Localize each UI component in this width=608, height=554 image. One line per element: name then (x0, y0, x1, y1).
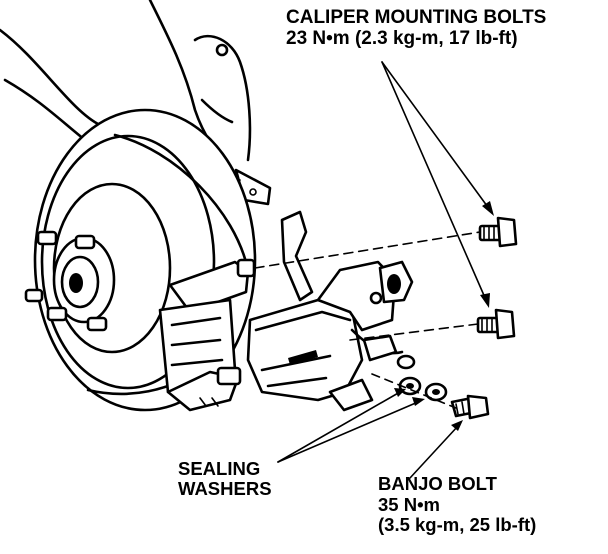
banjo-bolt-torque-alt: (3.5 kg-m, 25 lb-ft) (378, 514, 537, 536)
leader-arrows (277, 61, 494, 479)
caliper-bolts-title: CALIPER MOUNTING BOLTS (286, 7, 547, 28)
banjo-bolt-title: BANJO BOLT (378, 473, 497, 494)
sealing-washers-label: SEALING WASHERS (178, 459, 272, 499)
banjo-bolt-label: BANJO BOLT 35 N•m (3.5 kg-m, 25 lb-ft) (378, 473, 537, 536)
caliper-mounting-bolt-upper (478, 216, 518, 248)
wheel-hub (24, 230, 116, 332)
banjo-bolt (450, 394, 490, 420)
caliper-mounting-bolt-lower (476, 308, 516, 340)
caliper-bolts-torque: 23 N•m (2.3 kg-m, 17 lb-ft) (286, 27, 518, 49)
caliper-mounting-bolts-label: CALIPER MOUNTING BOLTS 23 N•m (2.3 kg-m,… (286, 7, 547, 49)
caliper-bracket (158, 258, 256, 412)
wheel-studs (24, 230, 108, 332)
brake-caliper (246, 210, 414, 412)
sealing-washers (396, 354, 448, 402)
assembly-guide-lines (254, 231, 481, 409)
banjo-bolt-torque-nm: 35 N•m (378, 493, 441, 515)
steering-knuckle (0, 0, 272, 231)
sealing-washers-line2: WASHERS (178, 477, 272, 499)
sealing-washers-line1: SEALING (178, 458, 261, 479)
